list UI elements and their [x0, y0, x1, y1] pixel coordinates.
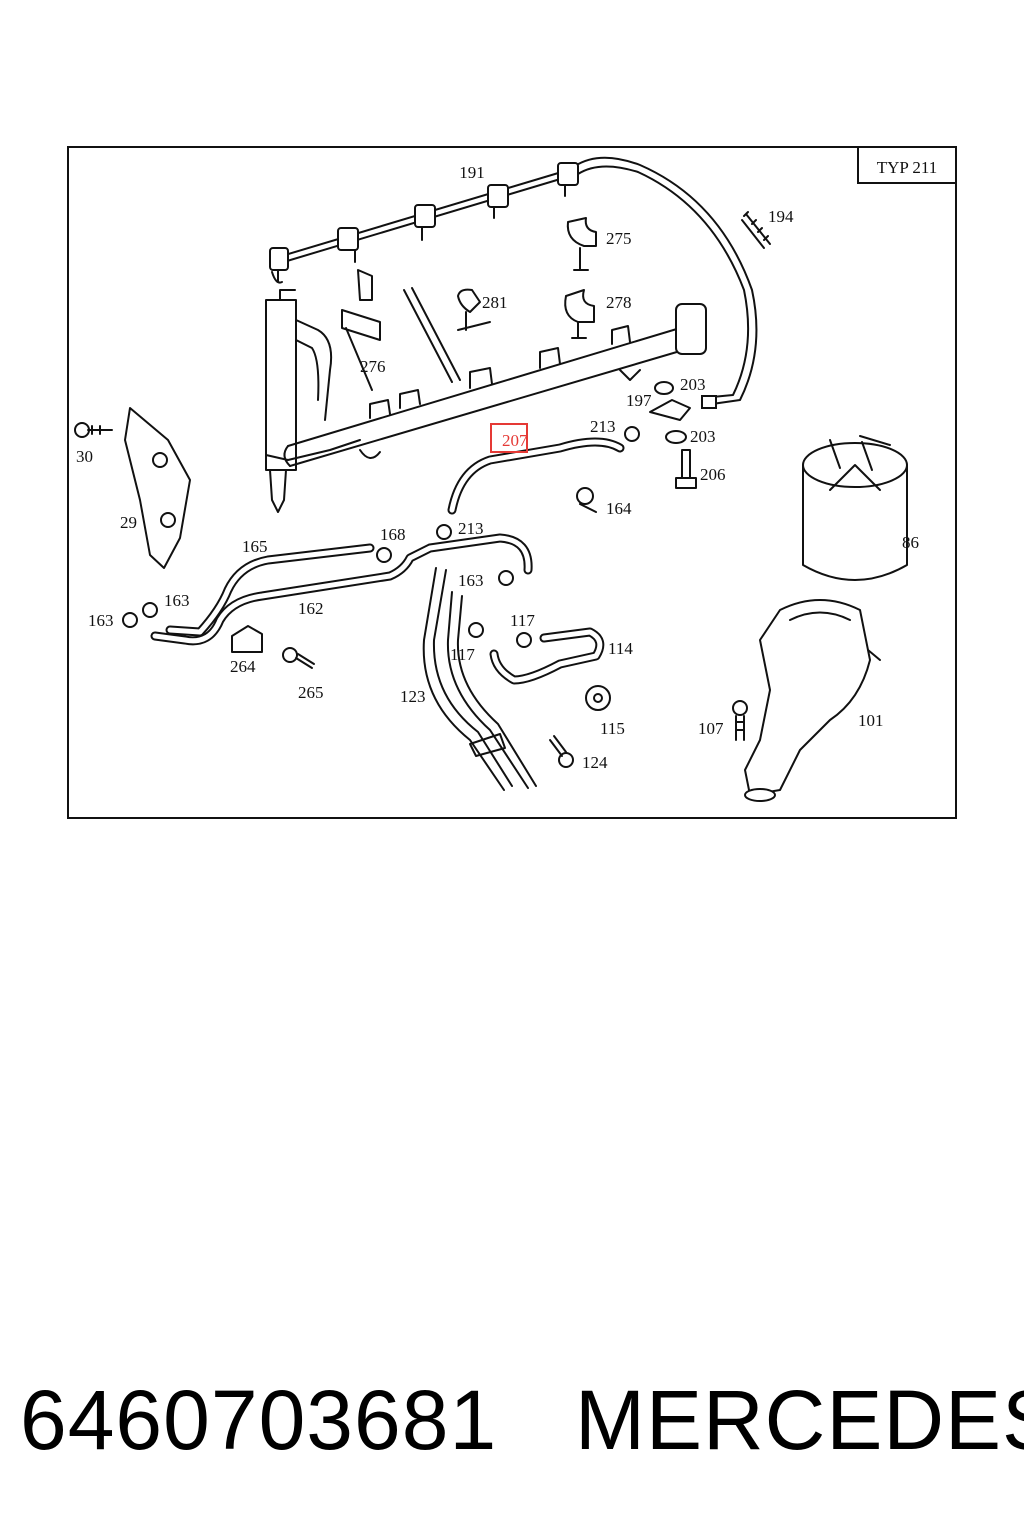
label-165: 165: [242, 537, 268, 556]
label-30: 30: [76, 447, 93, 466]
label-194: 194: [768, 207, 794, 226]
bracket-29: [124, 407, 191, 569]
label-117-top: 117: [510, 611, 535, 630]
label-123: 123: [400, 687, 426, 706]
label-197: 197: [626, 391, 652, 410]
part-number: 6460703681: [20, 1373, 498, 1467]
bolt-30: [74, 422, 113, 438]
hose-165-162: [150, 533, 533, 646]
type-box: [857, 146, 957, 184]
label-213-mid: 213: [458, 519, 484, 538]
clip-278: [564, 289, 595, 339]
cable-tie-276: [341, 269, 461, 391]
label-101: 101: [858, 711, 884, 730]
label-265: 265: [298, 683, 324, 702]
clip-264: [231, 625, 263, 653]
footer: 6460703681 MERCEDES: [0, 1370, 1024, 1470]
label-163-right: 163: [458, 571, 484, 590]
label-124: 124: [582, 753, 608, 772]
label-86: 86: [902, 533, 919, 552]
filter-bracket-101: [744, 599, 881, 802]
clamps-163-168: [122, 524, 532, 648]
label-168: 168: [380, 525, 406, 544]
spring-194: [741, 211, 771, 249]
label-207: 207: [502, 431, 528, 450]
label-117-bottom: 117: [450, 645, 475, 664]
label-276: 276: [360, 357, 386, 376]
fuel-filter-86: [802, 435, 908, 581]
label-114: 114: [608, 639, 633, 658]
fuel-rail: [283, 303, 707, 467]
label-203-top: 203: [680, 375, 706, 394]
clamp-213: [624, 426, 640, 442]
callout-labels: 191 194 275 281 278 276 203 197 213 203 …: [76, 163, 919, 772]
brand-name: MERCEDES: [575, 1373, 1024, 1467]
label-278: 278: [606, 293, 632, 312]
label-163-mid: 163: [164, 591, 190, 610]
label-162: 162: [298, 599, 324, 618]
label-163-left: 163: [88, 611, 114, 630]
return-line-191: [269, 156, 758, 409]
clamp-164: [576, 487, 597, 513]
label-191: 191: [459, 163, 485, 182]
injector: [265, 289, 361, 513]
label-29: 29: [120, 513, 137, 532]
line-123: [422, 567, 537, 791]
label-115: 115: [600, 719, 625, 738]
clip-281: [457, 288, 491, 331]
diagram-frame: [67, 146, 957, 819]
label-164: 164: [606, 499, 632, 518]
fitting-197: [649, 381, 697, 489]
screw-265: [282, 647, 315, 669]
highlight-box-207: [490, 423, 528, 453]
label-213-top: 213: [590, 417, 616, 436]
label-107: 107: [698, 719, 724, 738]
label-275: 275: [606, 229, 632, 248]
label-203-bottom: 203: [690, 427, 716, 446]
screw-124: [549, 735, 574, 768]
clamp-115: [585, 685, 611, 711]
type-label: TYP 211: [877, 158, 938, 177]
clip-275: [566, 217, 597, 271]
hose-207: [447, 437, 625, 515]
label-206: 206: [700, 465, 726, 484]
hose-114: [489, 627, 605, 685]
bolt-107: [732, 700, 748, 741]
label-281: 281: [482, 293, 508, 312]
label-264: 264: [230, 657, 256, 676]
